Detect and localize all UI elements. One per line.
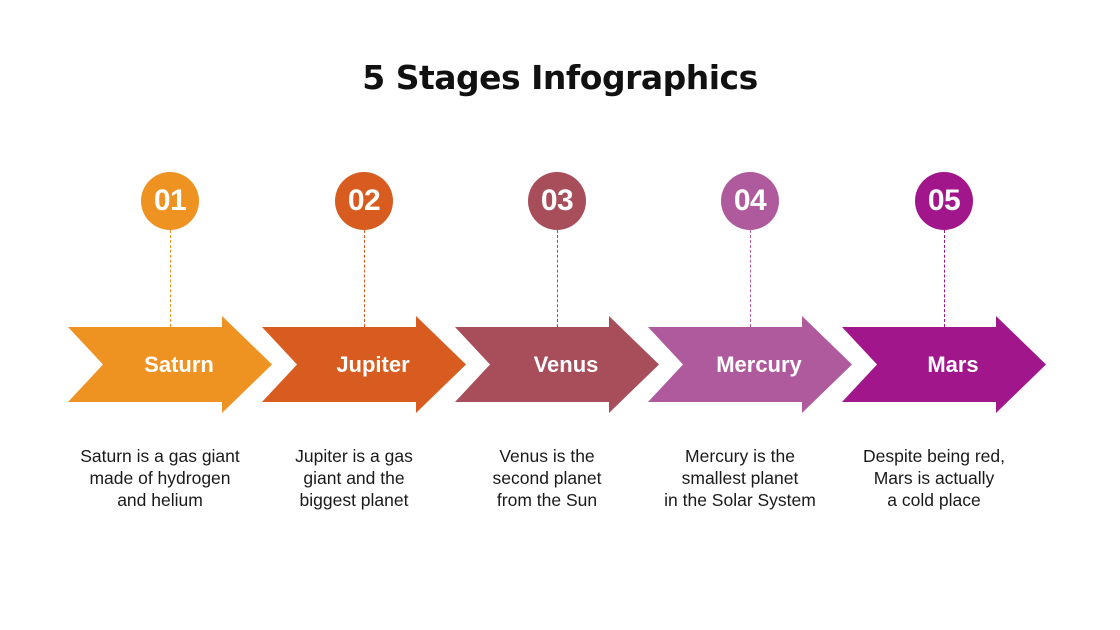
stage-name: Mercury [716, 351, 802, 377]
stage-number-badge: 03 [528, 172, 586, 230]
page-title: 5 Stages Infographics [362, 58, 758, 97]
chevron-arrow-icon [842, 316, 1046, 413]
stage-3: 03 Venus Venus is the second planet from… [447, 0, 667, 630]
stage-arrow: Jupiter [262, 316, 482, 413]
stage-name: Mars [927, 351, 979, 377]
stage-arrow: Venus [455, 316, 675, 413]
dashed-connector [363, 230, 365, 327]
dashed-connector [749, 230, 751, 327]
stage-description: Mercury is the smallest planet in the So… [664, 446, 816, 510]
stage-number-badge: 04 [721, 172, 779, 230]
stage-arrow: Mars [842, 316, 1062, 413]
stage-description: Jupiter is a gas giant and the biggest p… [295, 446, 413, 510]
stage-2: 02 Jupiter Jupiter is a gas giant and th… [254, 0, 474, 630]
chevron-arrow-icon [262, 316, 466, 413]
stage-number-badge: 01 [141, 172, 199, 230]
stage-arrow: Saturn [68, 316, 288, 413]
stage-arrow: Mercury [648, 316, 868, 413]
stage-1: 01 Saturn Saturn is a gas giant made of … [60, 0, 280, 630]
stage-name: Venus [533, 351, 599, 377]
stage-description: Saturn is a gas giant made of hydrogen a… [80, 446, 240, 510]
stage-name: Jupiter [336, 351, 410, 377]
stage-4: 04 Mercury Mercury is the smallest plane… [640, 0, 860, 630]
chevron-arrow-icon [455, 316, 659, 413]
dashed-connector [556, 230, 558, 327]
chevron-arrow-icon [68, 316, 272, 413]
chevron-arrow-icon [648, 316, 852, 413]
dashed-connector [169, 230, 171, 327]
stage-number-badge: 02 [335, 172, 393, 230]
stage-description: Despite being red, Mars is actually a co… [862, 446, 1006, 510]
stage-name: Saturn [144, 351, 214, 377]
dashed-connector [943, 230, 945, 327]
stage-number-badge: 05 [915, 172, 973, 230]
stage-5: 05 Mars Despite being red, Mars is actua… [834, 0, 1054, 630]
stage-description: Venus is the second planet from the Sun [492, 446, 602, 510]
